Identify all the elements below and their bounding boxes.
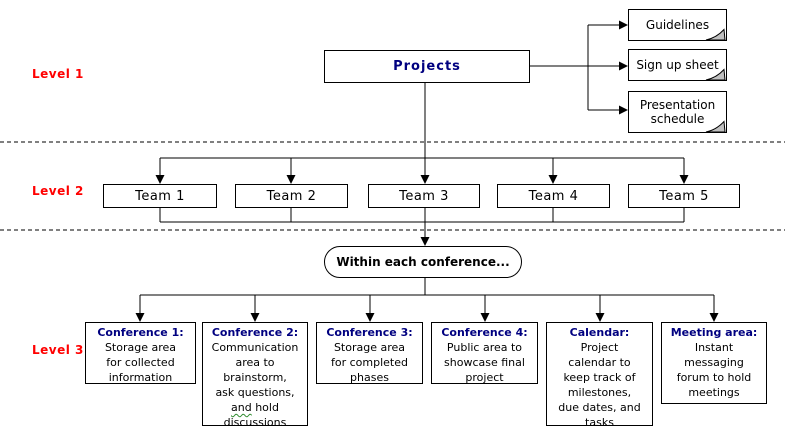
within-each-conference-oval: Within each conference... <box>324 246 522 278</box>
area-body: Instant messaging forum to hold meetings <box>676 341 752 399</box>
area-title: Calendar: <box>569 326 630 339</box>
conference-1-box: Conference 1: Storage area for collected… <box>85 322 196 384</box>
oval-label: Within each conference... <box>336 255 510 269</box>
team-label: Team 2 <box>266 188 317 204</box>
level-2-label: Level 2 <box>32 184 84 198</box>
team-3-box: Team 3 <box>368 184 480 208</box>
meeting-area-box: Meeting area: Instant messaging forum to… <box>661 322 767 404</box>
team-label: Team 5 <box>659 188 709 204</box>
area-body-text: hold discussions <box>223 401 287 429</box>
document-label: Guidelines <box>645 18 710 32</box>
folded-corner-icon <box>705 28 726 41</box>
area-title: Conference 2: <box>211 326 299 339</box>
area-body-text: Communication area to brainstorm, ask qu… <box>211 341 299 399</box>
document-card-signup: Sign up sheet <box>628 49 727 81</box>
area-body: Storage area for completed phases <box>331 341 408 384</box>
team-4-box: Team 4 <box>497 184 610 208</box>
area-body: Project calendar to keep track of milest… <box>558 341 641 429</box>
area-body: Public area to showcase final project <box>444 341 525 384</box>
arrowheads <box>135 20 719 322</box>
level-3-label: Level 3 <box>32 343 84 357</box>
area-body: Communication area to brainstorm, ask qu… <box>212 340 299 430</box>
spellcheck-squiggle-word: and <box>231 401 252 414</box>
team-2-box: Team 2 <box>235 184 348 208</box>
folded-corner-icon <box>705 68 726 81</box>
conference-3-box: Conference 3: Storage area for completed… <box>316 322 423 384</box>
team-label: Team 1 <box>135 188 185 204</box>
projects-box: Projects <box>324 50 530 83</box>
area-title: Conference 1: <box>97 326 184 339</box>
team-label: Team 3 <box>399 188 449 204</box>
level-1-label: Level 1 <box>32 67 84 81</box>
folded-corner-icon <box>705 120 726 133</box>
team-label: Team 4 <box>528 188 579 204</box>
document-card-guidelines: Guidelines <box>628 9 727 41</box>
document-label: Sign up sheet <box>636 58 719 72</box>
calendar-box: Calendar: Project calendar to keep track… <box>546 322 653 429</box>
separator-lines <box>0 141 785 231</box>
conference-2-box: Conference 2: Communication area to brai… <box>202 322 308 429</box>
area-title: Meeting area: <box>670 326 758 339</box>
team-5-box: Team 5 <box>628 184 740 208</box>
projects-label: Projects <box>393 59 461 74</box>
document-card-presentation: Presentation schedule <box>628 91 727 133</box>
document-label: Presentation schedule <box>639 98 716 126</box>
conference-4-box: Conference 4: Public area to showcase fi… <box>431 322 538 384</box>
area-title: Conference 4: <box>441 326 528 339</box>
team-1-box: Team 1 <box>103 184 217 208</box>
area-title: Conference 3: <box>326 326 413 339</box>
area-body: Storage area for collected information <box>104 341 177 384</box>
